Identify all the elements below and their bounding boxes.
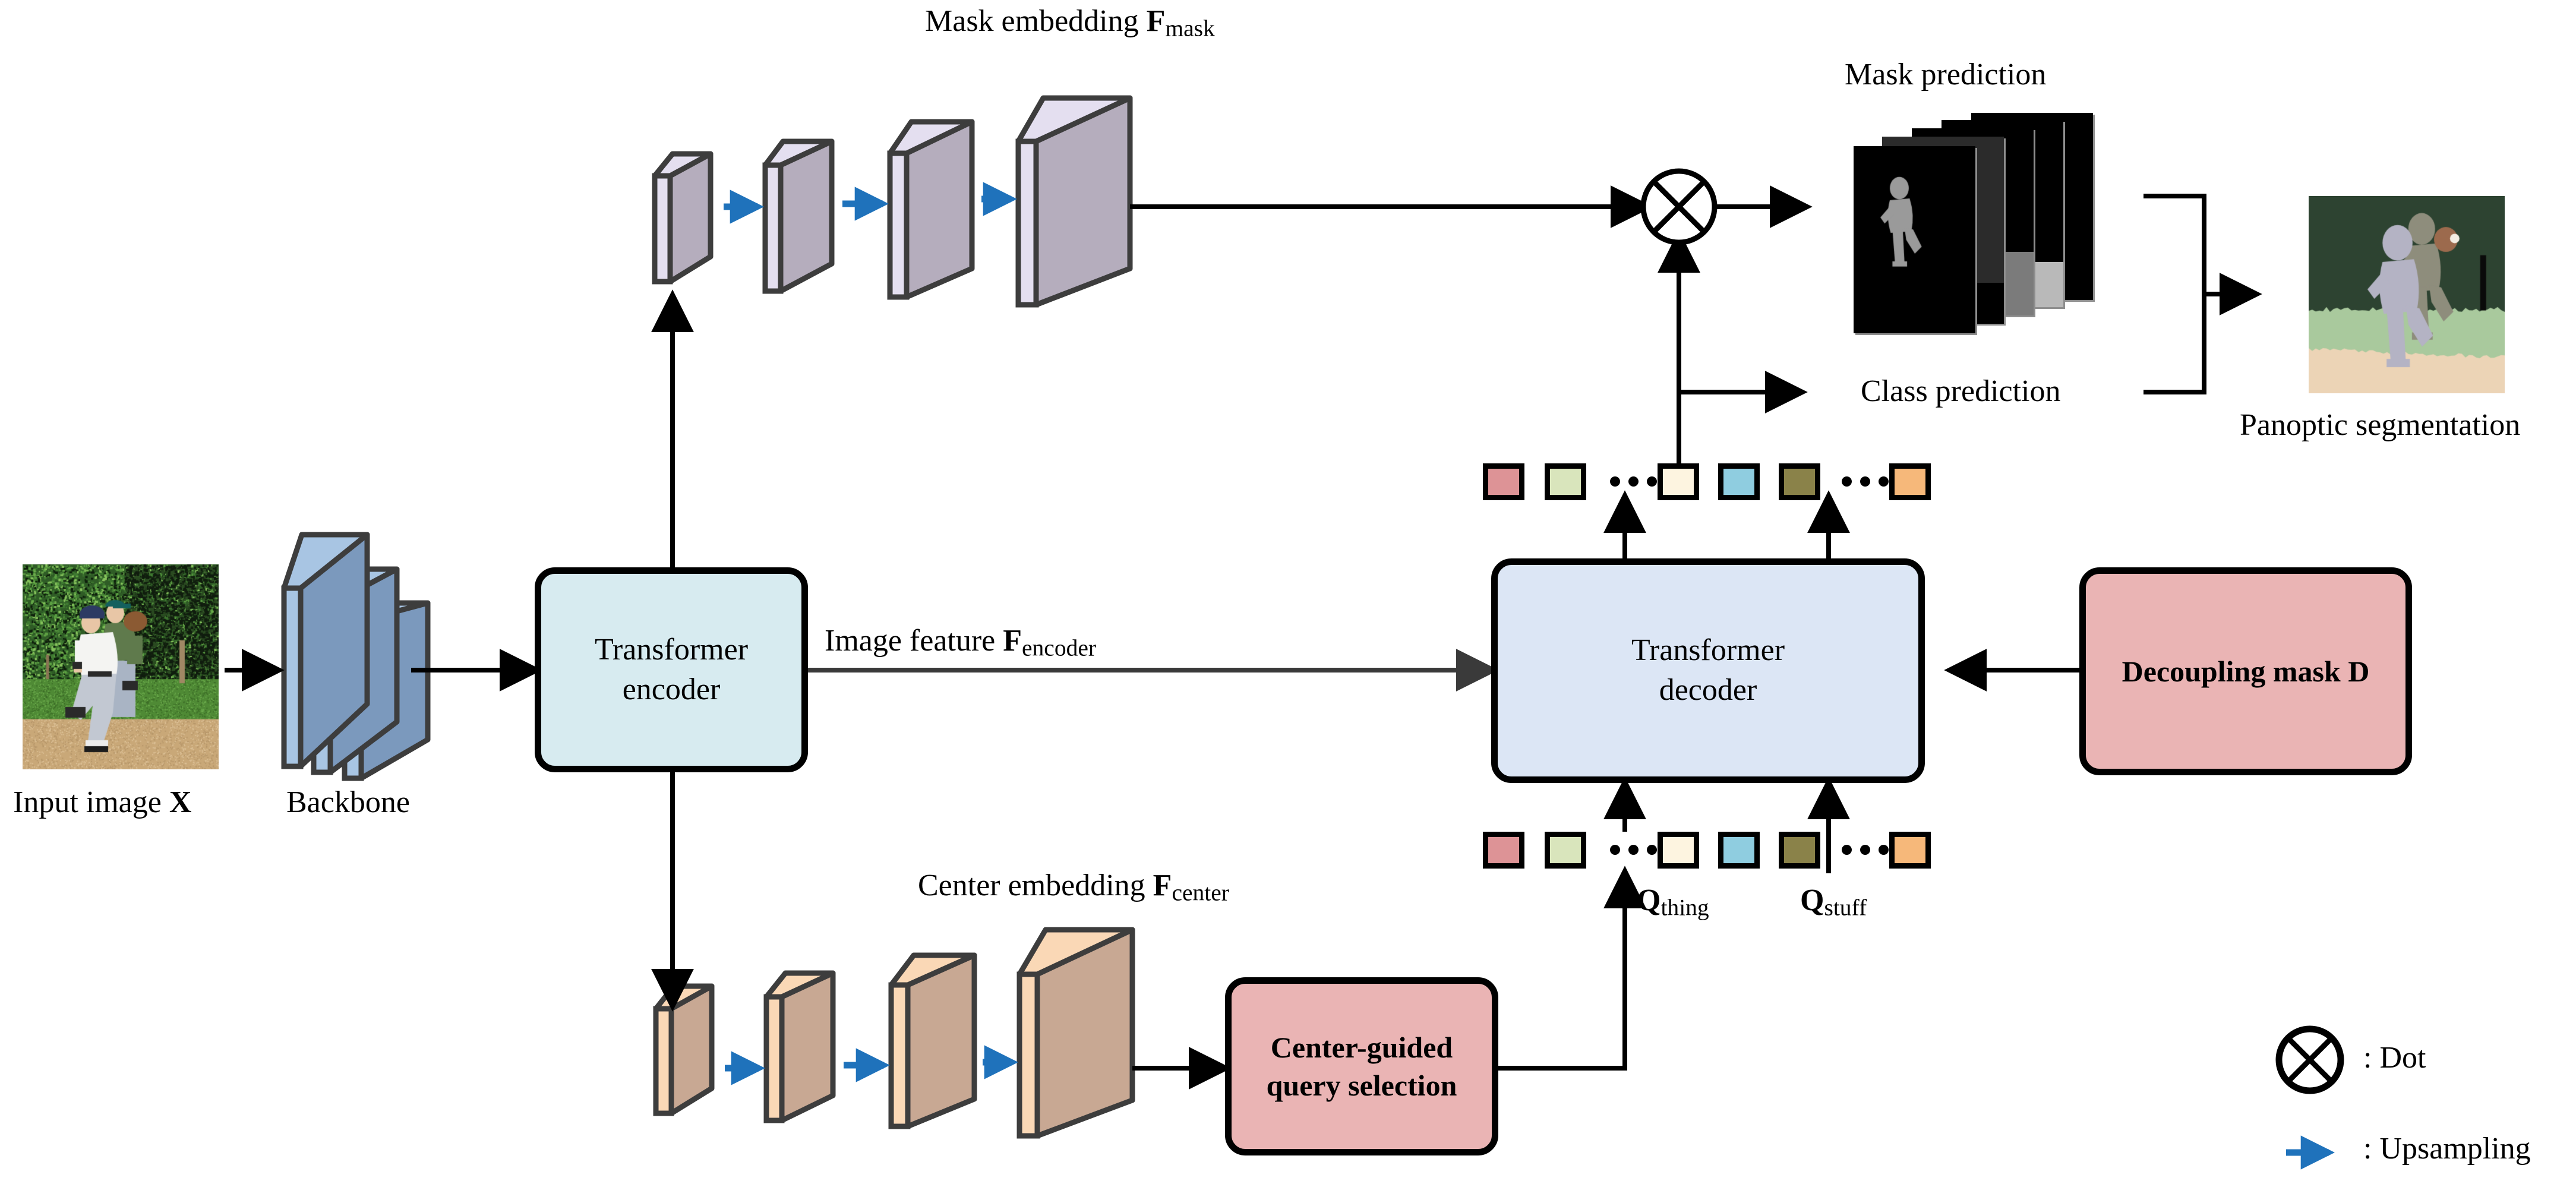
dot-product-icon	[1640, 168, 1718, 245]
output-token-rose[interactable]	[1483, 463, 1524, 500]
decoupling-mask-node[interactable]: Decoupling mask D	[2079, 567, 2412, 775]
output-token-ellipsis-2	[1842, 476, 1889, 487]
legend-dot-text: : Dot	[2363, 1041, 2426, 1075]
output-token-skyblue[interactable]	[1718, 463, 1760, 500]
output-token-cream[interactable]	[1658, 463, 1699, 500]
decoder-label-line1: Transformer	[1631, 633, 1785, 668]
encoder-label-line2: encoder	[622, 672, 721, 706]
q-stuff-label: Qstuff	[1800, 883, 1867, 921]
q-thing-label: Qthing	[1637, 883, 1709, 921]
backbone-label: Backbone	[286, 785, 410, 819]
cgqs-label-line1: Center-guided	[1270, 1031, 1453, 1064]
decoder-label-line2: decoder	[1659, 673, 1757, 707]
backbone-blocks	[281, 532, 431, 781]
center-guided-query-selection-node[interactable]: Center-guided query selection	[1225, 977, 1498, 1155]
output-token-orange[interactable]	[1889, 463, 1931, 500]
image-feature-label: Image feature Fencoder	[825, 624, 1097, 661]
query-token-cream[interactable]	[1658, 832, 1699, 869]
center-embedding-feature-maps	[653, 927, 1135, 1139]
query-token-ellipsis-2	[1842, 845, 1889, 855]
input-image-label: Input image X	[13, 785, 192, 819]
output-token-green[interactable]	[1545, 463, 1586, 500]
panoptic-segmentation-output	[2309, 196, 2505, 393]
cgqs-label-line2: query selection	[1266, 1069, 1457, 1102]
query-token-rose[interactable]	[1483, 832, 1524, 869]
center-embedding-label: Center embedding Fcenter	[918, 869, 1229, 906]
decoupling-mask-label: Decoupling mask D	[2122, 655, 2370, 688]
mask-pane-1	[1854, 146, 1975, 333]
query-token-orange[interactable]	[1889, 832, 1931, 869]
legend-dot-icon	[2275, 1025, 2344, 1094]
panoptic-segmentation-label: Panoptic segmentation	[2240, 408, 2521, 442]
mask-prediction-label: Mask prediction	[1845, 58, 2047, 91]
legend-upsampling-text: : Upsampling	[2363, 1132, 2531, 1166]
mask-embedding-feature-maps	[652, 95, 1133, 308]
query-token-olive[interactable]	[1779, 832, 1820, 869]
mask-prediction-stack	[1854, 113, 2127, 362]
transformer-encoder-node[interactable]: Transformer encoder	[535, 567, 808, 772]
encoder-label-line1: Transformer	[594, 632, 749, 667]
input-image-thumbnail	[23, 564, 219, 769]
query-token-skyblue[interactable]	[1718, 832, 1760, 869]
output-token-ellipsis-1	[1610, 476, 1657, 487]
mask-embedding-label: Mask embedding Fmask	[925, 4, 1215, 42]
query-token-ellipsis-1	[1610, 845, 1657, 855]
query-token-green[interactable]	[1545, 832, 1586, 869]
class-prediction-label: Class prediction	[1861, 374, 2061, 408]
output-token-olive[interactable]	[1779, 463, 1820, 500]
transformer-decoder-node[interactable]: Transformer decoder	[1491, 558, 1925, 783]
